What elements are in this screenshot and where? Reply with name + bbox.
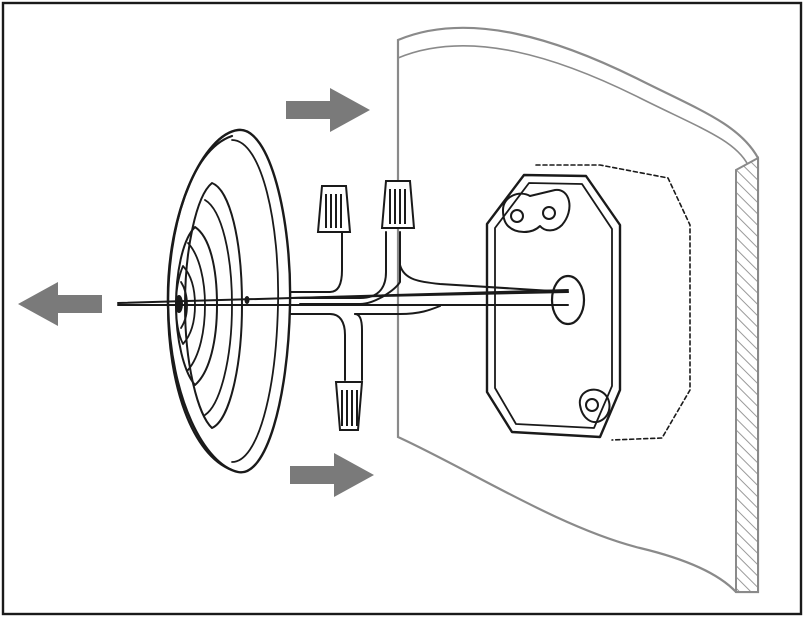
wire-nut (334, 381, 364, 431)
device-side-hole (244, 296, 250, 304)
wall-edge-hatching (735, 156, 759, 593)
arrow-left-icon (18, 282, 102, 326)
device-center-hole (175, 295, 183, 313)
arrow-right-icon (286, 88, 370, 132)
direction-arrows (18, 88, 374, 497)
mounting-screw-hole (585, 398, 599, 412)
wire-nut-connectors (316, 180, 416, 431)
mounting-screw-hole (542, 206, 556, 220)
wires (117, 231, 569, 381)
mounting-screw-hole (510, 209, 524, 223)
round-device (166, 128, 292, 474)
wall-panel (396, 26, 760, 594)
cable-entry-hole (550, 274, 586, 326)
wire-nut (316, 185, 352, 233)
arrow-right-icon (290, 453, 374, 497)
junction-box (485, 164, 691, 441)
wire-nut (380, 180, 416, 229)
